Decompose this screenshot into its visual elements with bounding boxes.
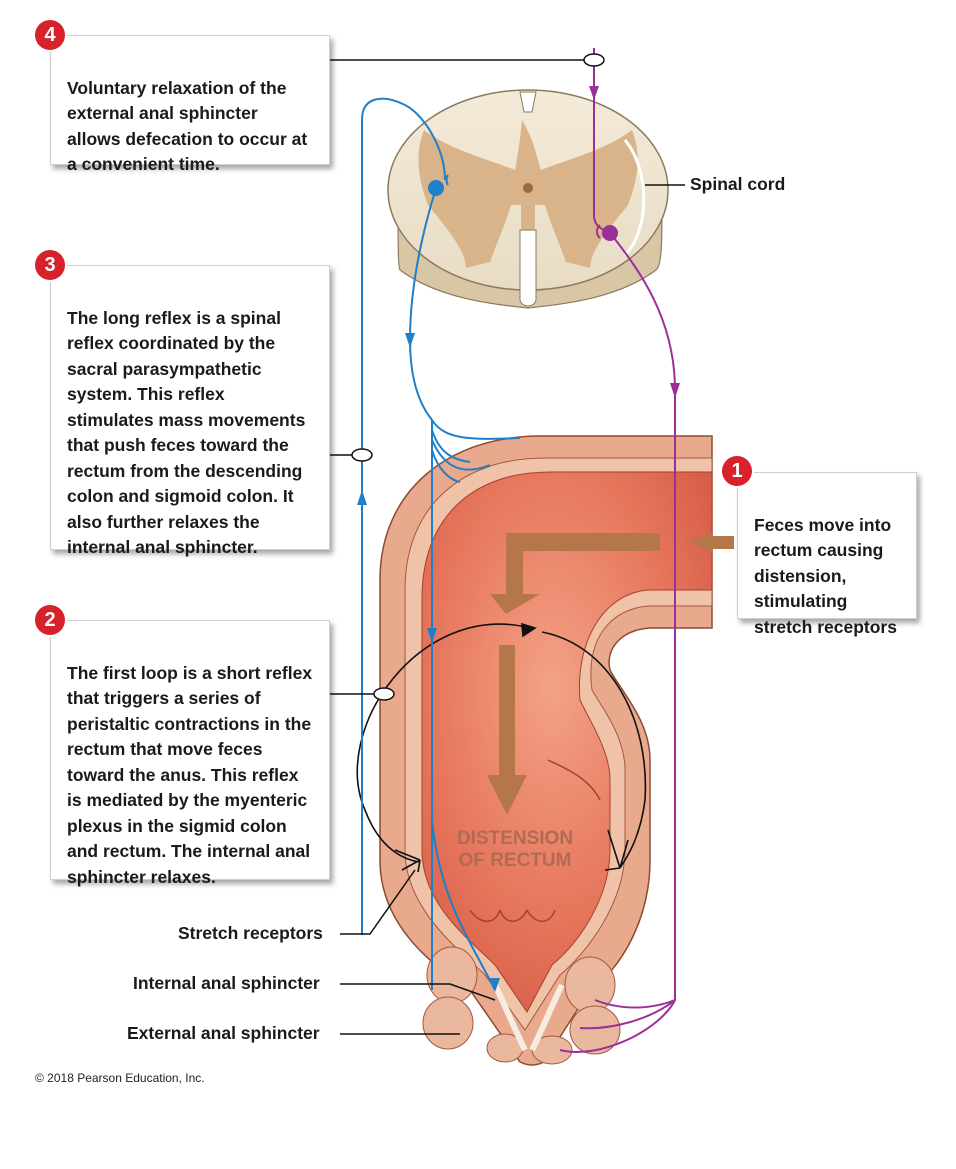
external-sphincter-label: External anal sphincter (127, 1023, 320, 1043)
step-1-text: Feces move into rectum causing distensio… (754, 514, 897, 637)
step-2-text: The first loop is a short reflex that tr… (67, 662, 313, 887)
step-2-box: The first loop is a short reflex that tr… (50, 620, 330, 887)
step-1-box: Feces move into rectum causing distensio… (737, 472, 917, 637)
step-4-badge: 4 (35, 20, 65, 50)
step-2-badge: 2 (35, 605, 65, 635)
distension-label-line2: OF RECTUM (459, 850, 572, 871)
step-3-box: The long reflex is a spinal reflex coord… (50, 265, 330, 557)
spinal-cord (387, 89, 685, 309)
motor-nerve (559, 48, 680, 1053)
sensory-nerve (357, 97, 521, 992)
internal-anal-sphincter (492, 983, 565, 1052)
distension-label-line1: DISTENSION (457, 828, 573, 849)
step-1-badge: 1 (722, 456, 752, 486)
step-3-text: The long reflex is a spinal reflex coord… (67, 307, 306, 558)
rectum (379, 435, 713, 1066)
short-reflex-loop (356, 622, 647, 873)
copyright: © 2018 Pearson Education, Inc. (35, 1071, 205, 1085)
internal-sphincter-label: Internal anal sphincter (133, 973, 320, 993)
stretch-receptors-label: Stretch receptors (178, 923, 323, 943)
spinal-cord-label: Spinal cord (690, 174, 786, 194)
feces-movement-arrows (487, 532, 734, 815)
step-3-badge: 3 (35, 250, 65, 280)
step-4-text: Voluntary relaxation of the external ana… (67, 77, 308, 175)
step-4-box: Voluntary relaxation of the external ana… (50, 35, 330, 174)
leader-lines (330, 53, 605, 1035)
